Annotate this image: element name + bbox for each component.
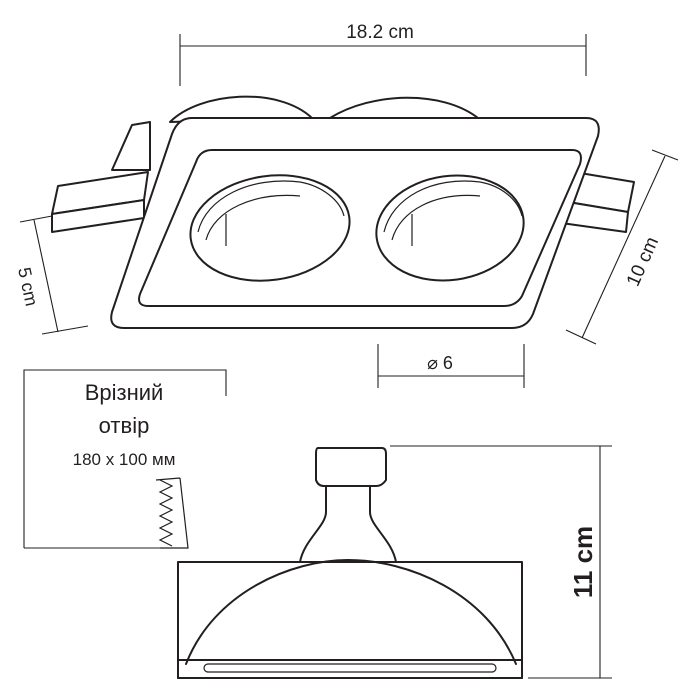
cutout-serrated-edge (155, 477, 189, 549)
lip-groove (203, 663, 497, 673)
side-view: 11 cm (177, 445, 612, 679)
cutout-title-line1: Врізний (85, 380, 164, 405)
hole-label: ⌀ 6 (427, 353, 453, 373)
cutout-info: Врізний отвір 180 x 100 мм (23, 369, 227, 549)
height-dimension: 11 cm (390, 445, 612, 679)
width-label: 18.2 cm (346, 22, 414, 43)
cutout-title-line2: отвір (99, 413, 150, 438)
lamp-cap (315, 447, 387, 487)
lamp-neck (299, 485, 397, 563)
height-label: 11 cm (568, 526, 598, 598)
reflector-dome (185, 559, 517, 665)
width-dimension: 18.2 cm (179, 22, 587, 86)
top-perspective-view: 18.2 cm 10 cm 5 cm ⌀ 6 (14, 22, 679, 388)
bottom-lip (177, 659, 523, 679)
right-lamp-opening (375, 174, 525, 282)
hole-dimension: ⌀ 6 (377, 344, 525, 388)
depth-label: 10 cm (623, 234, 663, 290)
cutout-size: 180 x 100 мм (73, 450, 176, 469)
left-mounting-clip (51, 121, 151, 233)
side-label: 5 cm (14, 266, 42, 308)
left-lamp-opening (189, 174, 351, 282)
housing-back-right (329, 96, 479, 119)
side-dimension: 5 cm (14, 215, 89, 335)
housing-box (177, 561, 523, 679)
inner-bezel (138, 149, 582, 307)
housing-back-left (169, 95, 313, 123)
